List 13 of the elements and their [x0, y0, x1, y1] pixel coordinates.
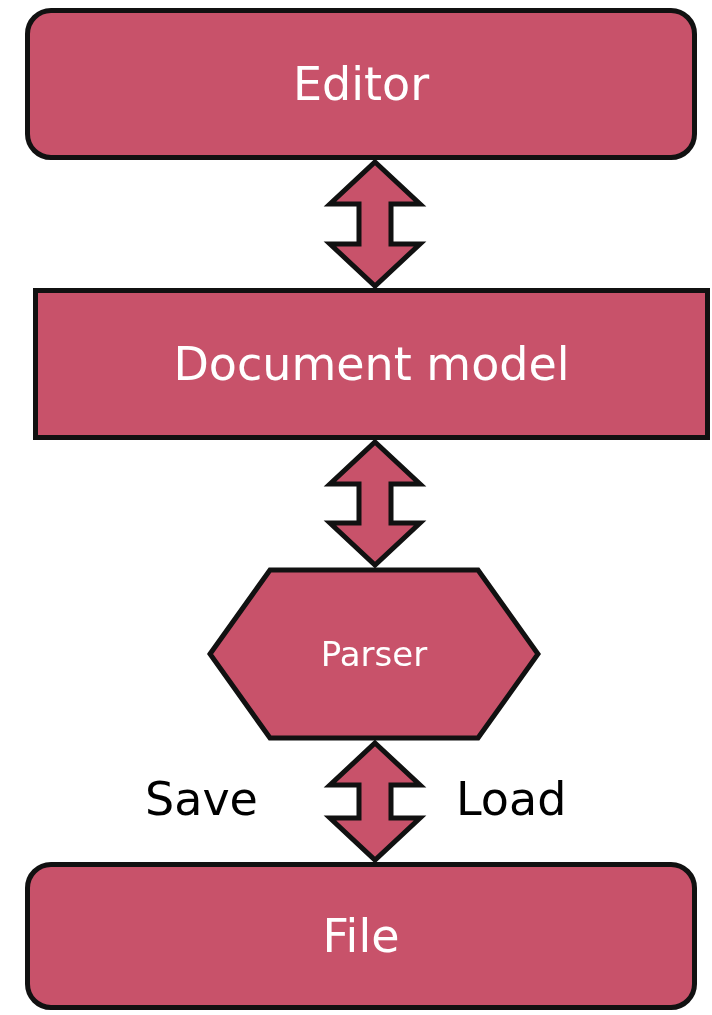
hexagon-box	[207, 567, 541, 741]
node-label: Parser	[320, 634, 428, 674]
double-block-arrow	[323, 739, 427, 864]
rounded-box	[25, 862, 697, 1010]
node-label: Document model	[173, 337, 570, 391]
edge-side-label: Load	[456, 772, 567, 826]
double-block-arrow	[323, 438, 427, 569]
process-box	[33, 288, 710, 440]
edge-side-label: Save	[145, 772, 258, 826]
rounded-box	[25, 8, 697, 160]
double-block-arrow	[323, 158, 427, 290]
node-label: File	[322, 909, 400, 963]
node-label: Editor	[292, 57, 430, 111]
